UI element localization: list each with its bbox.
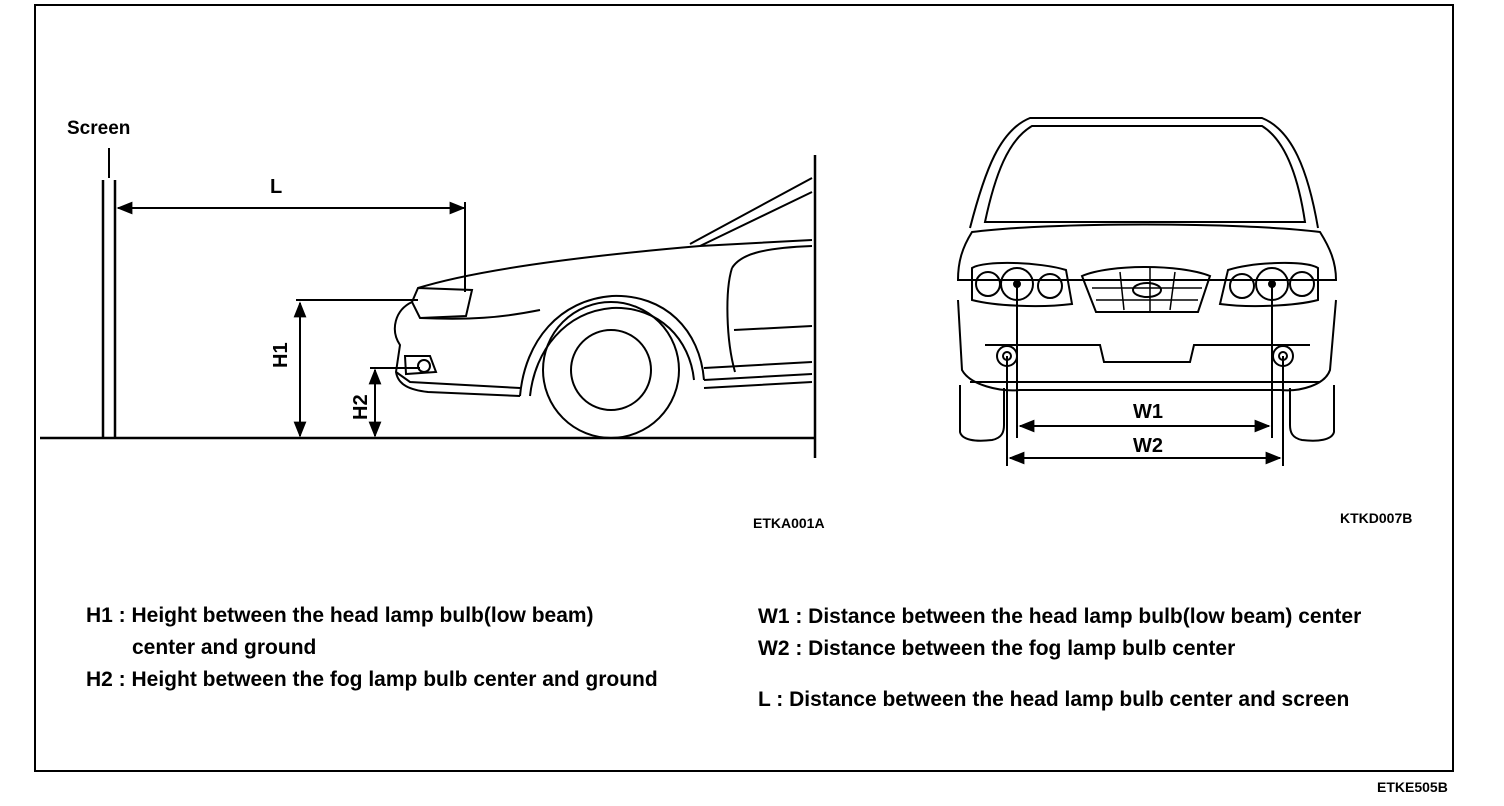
right-tire — [1289, 385, 1335, 442]
car-door-line — [726, 267, 736, 373]
legend-h2: H2 : Height between the fog lamp bulb ce… — [86, 668, 658, 691]
grille-emblem — [1132, 282, 1162, 298]
grille-bars — [1092, 268, 1202, 312]
windshield — [983, 125, 1307, 223]
H2-label: H2 — [350, 394, 372, 420]
left-outer-lamp — [975, 271, 1001, 297]
front-bumper — [957, 299, 1337, 392]
left-tire — [959, 385, 1005, 442]
car-body-crease — [733, 325, 813, 331]
car-roof-outline — [969, 117, 1319, 229]
car-hood-line — [417, 239, 813, 289]
grille — [1080, 266, 1212, 313]
car-windshield — [689, 177, 813, 247]
wheel-arch — [519, 294, 705, 397]
front-tire — [542, 301, 680, 439]
side-view — [40, 148, 817, 458]
legend-h1-line2: center and ground — [132, 636, 317, 659]
fog-lamp-bulb — [417, 359, 431, 373]
legend-h1-line1: H1 : Height between the head lamp bulb(l… — [86, 604, 594, 627]
car-fog-lamp — [403, 355, 438, 376]
legend-l: L : Distance between the head lamp bulb … — [758, 688, 1350, 711]
right-outer-lamp — [1289, 271, 1315, 297]
bumper-intake — [985, 344, 1310, 363]
front-rim — [570, 329, 652, 411]
legend-w2: W2 : Distance between the fog lamp bulb … — [758, 637, 1236, 660]
hood — [956, 223, 1338, 281]
legend-w1: W1 : Distance between the head lamp bulb… — [758, 605, 1362, 628]
H1-label: H1 — [270, 342, 292, 368]
car-headlamp — [410, 286, 474, 320]
left-headlamp-cluster — [971, 261, 1074, 308]
W1-label: W1 — [1133, 401, 1163, 423]
diagram-frame — [34, 4, 1454, 772]
car-front-edge — [731, 245, 813, 269]
car-fender-line — [419, 309, 541, 320]
W2-label: W2 — [1133, 435, 1163, 457]
car-side-line — [703, 361, 813, 389]
right-inner-lamp — [1229, 273, 1255, 299]
left-inner-lamp — [1037, 273, 1063, 299]
car-bumper-lower — [395, 371, 521, 389]
right-headlamp-cluster — [1218, 261, 1319, 308]
wheel-arch-inner — [529, 306, 695, 397]
figure-code-page: ETKE505B — [1377, 779, 1448, 795]
screen-label: Screen — [67, 118, 131, 139]
L-label: L — [270, 176, 283, 198]
figure-code-front-view: KTKD007B — [1340, 510, 1413, 526]
front-view — [956, 117, 1338, 466]
figure-code-side-view: ETKA001A — [753, 515, 825, 531]
